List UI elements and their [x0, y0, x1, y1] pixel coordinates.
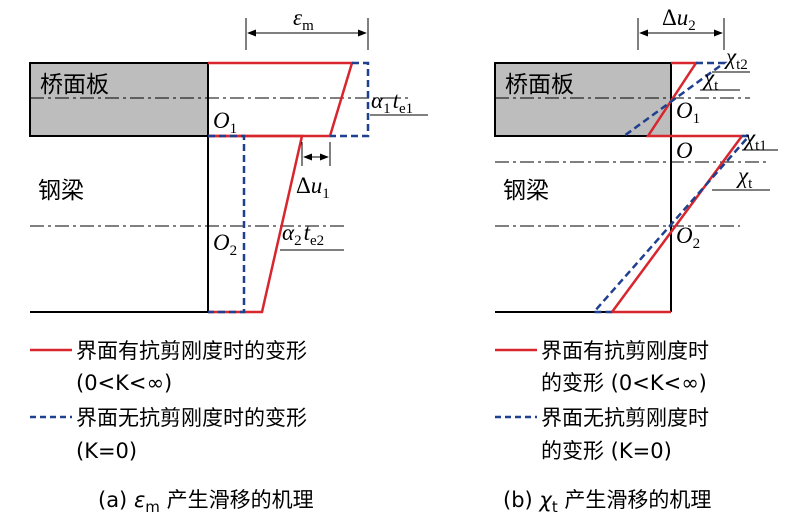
- chi-t1-label: χt1: [743, 125, 767, 154]
- panel-b: 桥面板 钢梁 Δu2 χt2 χt O1 O O2 χt1 χt 界面有抗剪刚度…: [494, 5, 778, 516]
- alpha2-te2-label: α2te2: [282, 220, 324, 249]
- panel-a: 桥面板 钢梁 εm O1 O2 α1te1 Δu1 α2te2 界面有抗剪刚度时…: [29, 5, 428, 516]
- epsilon-m-label: εm: [293, 5, 314, 34]
- deck-label-b: 桥面板: [505, 72, 574, 98]
- o2-label-a: O2: [213, 230, 237, 259]
- legend-solid-text2-b: 的变形 (0<K<∞): [541, 371, 707, 395]
- girder-curvature-no-shear-b: [591, 134, 752, 314]
- deck-curvature-no-shear-b: [623, 61, 728, 138]
- girder-label-b: 钢梁: [503, 178, 549, 204]
- girder-curvature-with-shear-b: [609, 134, 745, 314]
- deck-slab-a: [29, 62, 209, 137]
- legend-solid-text2-a: (0<K<∞): [76, 371, 172, 395]
- girder-strain-no-shear-a: [208, 134, 246, 314]
- o1-label-b: O1: [676, 98, 700, 127]
- caption-a: (a) εm 产生滑移的机理: [98, 488, 314, 516]
- caption-b: (b) χt 产生滑移的机理: [503, 488, 711, 516]
- o-label-b: O: [676, 138, 693, 163]
- girder-label-a: 钢梁: [38, 178, 84, 204]
- delta-u2-label: Δu2: [662, 5, 696, 34]
- deck-label-a: 桥面板: [40, 72, 109, 98]
- legend-dashed-text2-a: (K=0): [76, 439, 137, 463]
- legend-dashed-text1-b: 界面无抗剪刚度时: [541, 406, 709, 430]
- o1-label-a: O1: [213, 108, 237, 137]
- alpha1-te1-label: α1te1: [371, 88, 413, 117]
- legend-solid-text1-b: 界面有抗剪刚度时: [541, 339, 709, 363]
- delta-u1-label: Δu1: [296, 173, 330, 202]
- deck-slab-b: [494, 62, 672, 137]
- legend-dashed-text1-a: 界面无抗剪刚度时的变形: [76, 406, 307, 430]
- chi-t2-label: χt2: [724, 44, 748, 73]
- chi-t-upper-label: χt: [702, 65, 719, 94]
- o2-label-b: O2: [676, 223, 700, 252]
- legend-solid-text1-a: 界面有抗剪刚度时的变形: [76, 339, 307, 363]
- legend-dashed-text2-b: 的变形 (K=0): [541, 439, 672, 463]
- chi-t-lower-label: χt: [736, 163, 753, 192]
